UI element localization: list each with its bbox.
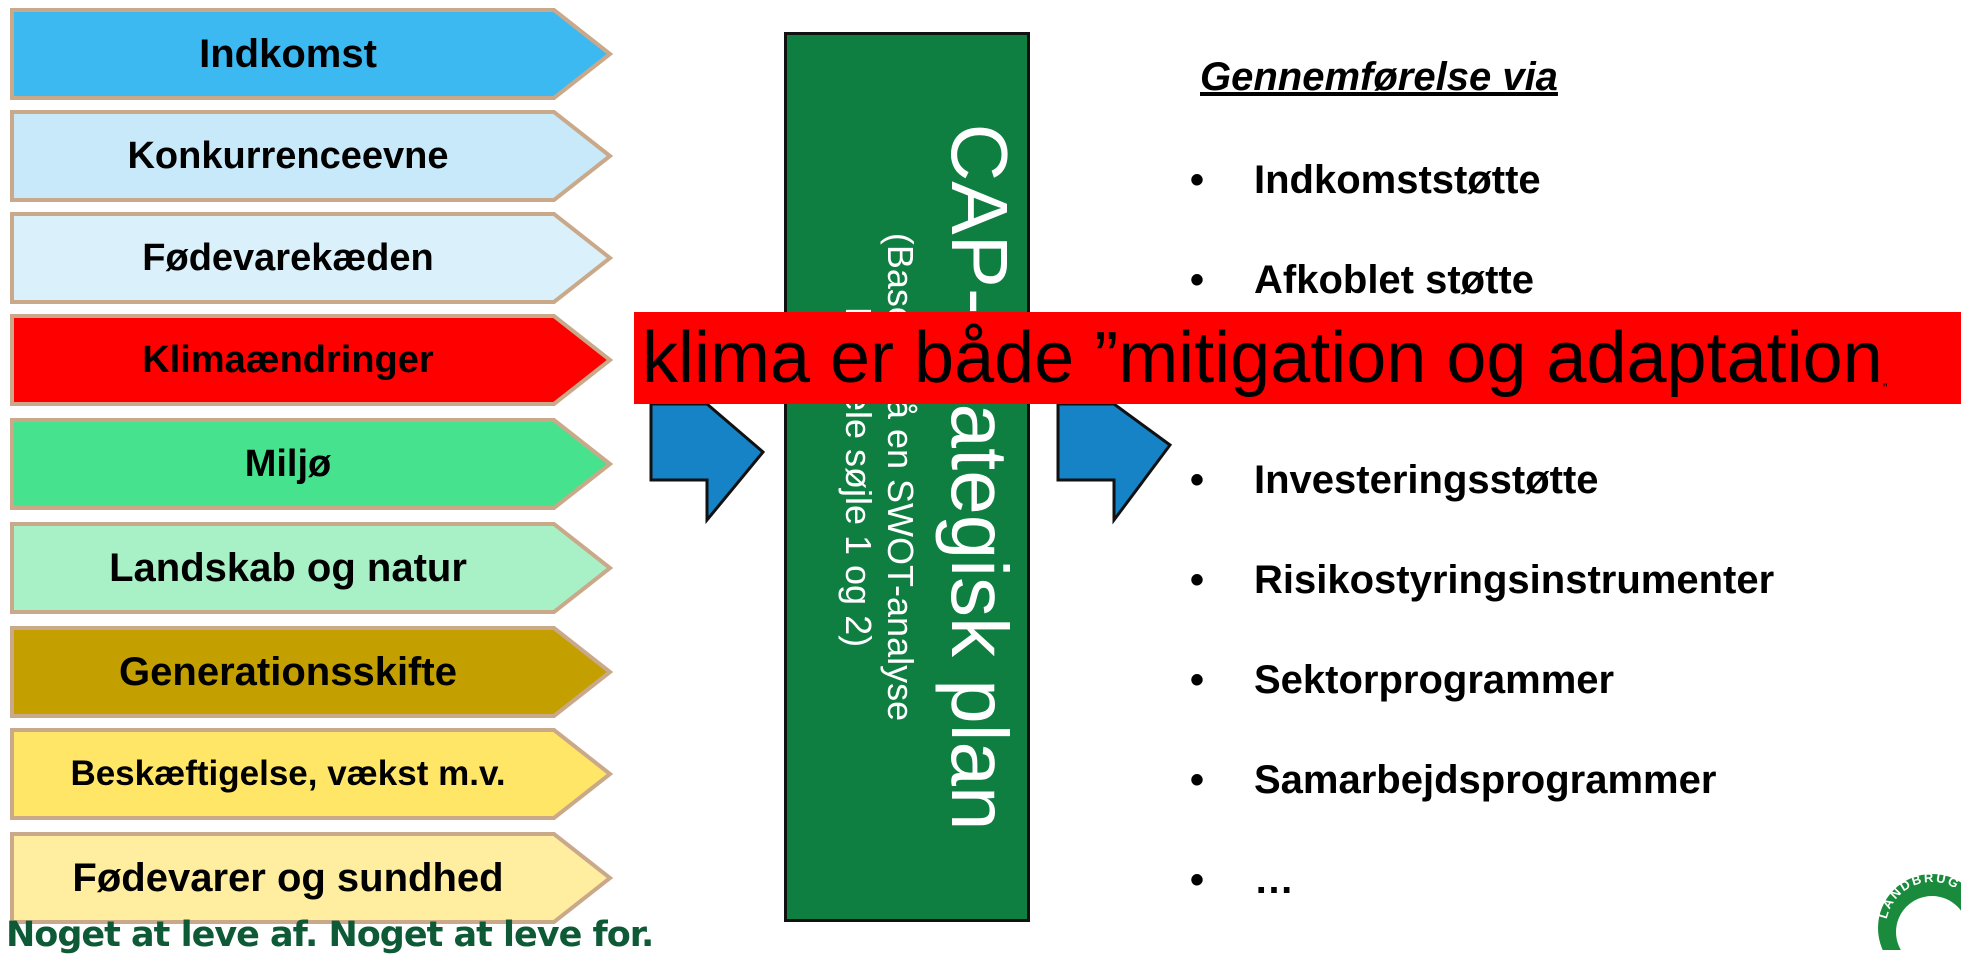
means-item-label: Sektorprogrammer — [1254, 658, 1615, 702]
means-list-item: • Afkoblet støtte — [1190, 258, 1534, 303]
means-list-item: • Indkomststøtte — [1190, 158, 1541, 203]
bullet-icon: • — [1190, 158, 1205, 202]
cap-plan-box: CAP-strategisk plan (Baseret på en SWOT-… — [784, 32, 1030, 922]
objective-label: Generationsskifte — [119, 649, 457, 694]
means-item-label: Afkoblet støtte — [1254, 258, 1534, 302]
means-list-item: • Sektorprogrammer — [1190, 658, 1614, 703]
left-flow-arrow-icon — [649, 402, 766, 525]
objective-arrow — [10, 212, 614, 304]
means-list-item: • Risikostyringsinstrumenter — [1190, 558, 1774, 603]
cap-plan-subtitle-line1: (Baseret på en SWOT-analyse — [880, 232, 921, 722]
objective-label: Indkomst — [199, 31, 377, 76]
objective-arrow — [10, 314, 614, 406]
cap-plan-title: CAP-strategisk plan — [935, 123, 1024, 831]
bullet-icon: • — [1190, 858, 1205, 902]
objective-label: Miljø — [244, 442, 332, 485]
objective-arrow — [10, 418, 614, 510]
means-list-item: • Samarbejdsprogrammer — [1190, 758, 1716, 803]
bullet-icon: • — [1190, 758, 1205, 802]
means-item-label: Investeringsstøtte — [1254, 458, 1599, 502]
means-list-item: •… — [1190, 858, 1294, 903]
objective-label: Fødevarer og sundhed — [72, 855, 504, 900]
cap-plan-subtitle-line2: For hele søjle 1 og 2) — [838, 306, 879, 648]
means-item-label: Risikostyringsinstrumenter — [1254, 558, 1775, 602]
bullet-icon: • — [1190, 658, 1205, 702]
objective-label: Konkurrenceevne — [127, 134, 449, 177]
objective-label: Fødevarekæden — [142, 236, 434, 279]
objective-arrow — [10, 110, 614, 202]
means-item-label: … — [1254, 858, 1294, 902]
means-item-label: Samarbejdsprogrammer — [1254, 758, 1717, 802]
objective-arrow — [10, 728, 614, 820]
objective-arrow — [10, 832, 614, 924]
logo-inner-icon — [1896, 896, 1961, 950]
means-heading: Gennemførelse via — [1200, 55, 1558, 99]
objective-arrow — [10, 522, 614, 614]
objective-arrow — [10, 626, 614, 718]
objective-label: Landskab og natur — [109, 545, 467, 590]
right-flow-arrow-icon — [1056, 402, 1173, 525]
climate-banner-tail: ” — [1882, 380, 1888, 396]
means-item-label: Indkomststøtte — [1254, 158, 1541, 202]
footer-slogan: Noget at leve af. Noget at leve for. — [6, 915, 654, 955]
climate-banner-text: klima er både ”mitigation og adaptation — [642, 318, 1883, 398]
means-list-item: • Investeringsstøtte — [1190, 458, 1599, 503]
climate-banner: klima er både ”mitigation og adaptation” — [634, 312, 1961, 404]
landbrug-logo: LANDBRUG — [1872, 868, 1961, 950]
bullet-icon: • — [1190, 458, 1205, 502]
objective-arrow — [10, 8, 614, 100]
objectives-column — [10, 8, 614, 924]
objective-label: Klimaændringer — [142, 338, 434, 381]
cap-plan-subtitle: (Baseret på en SWOT-analyse For hele søj… — [837, 233, 921, 721]
objective-label: Beskæftigelse, vækst m.v. — [70, 754, 506, 793]
bullet-icon: • — [1190, 258, 1205, 302]
bullet-icon: • — [1190, 558, 1205, 602]
